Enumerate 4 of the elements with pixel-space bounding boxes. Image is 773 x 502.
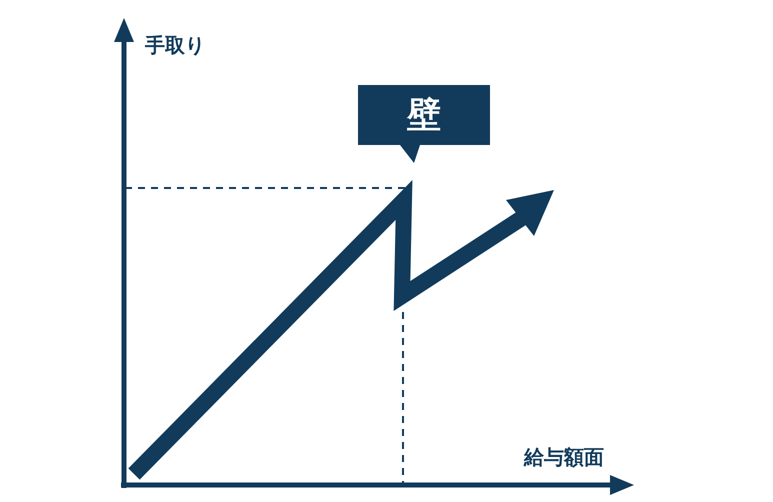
axis-label: 給与額面 [524, 444, 604, 471]
speech-bubble [358, 85, 490, 163]
axis-label: 手取り [145, 32, 205, 59]
bubble-text: 壁 [406, 94, 442, 137]
